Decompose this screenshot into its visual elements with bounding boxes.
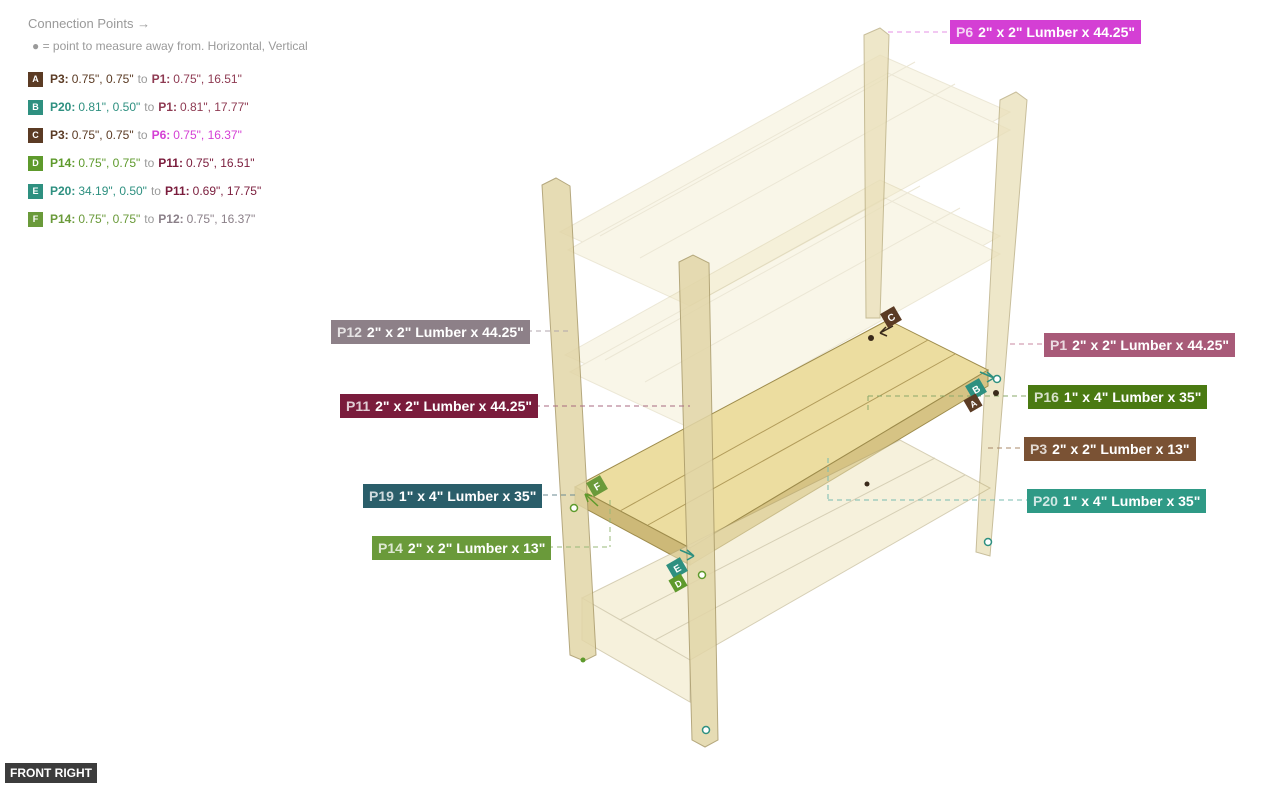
view-label: FRONT RIGHT [5,763,97,783]
legend-to-part: P6: [151,128,171,142]
callout-part-desc: 2" x 2" Lumber x 13" [1052,441,1190,457]
callout-part-id: P3 [1030,441,1048,457]
legend-to-word: to [144,212,155,226]
marker-e: E [666,557,688,579]
legend-title: Connection Points → [28,16,151,31]
callout-part-desc: 2" x 2" Lumber x 13" [407,540,546,556]
legend-badge: F [28,211,43,227]
legend-from-part: P3: [50,128,69,142]
marker-b-label: B [971,384,983,397]
marker-a-label: A [968,398,979,410]
legend-to-value: 0.81", 17.77" [179,100,249,114]
measure-arrows [584,325,995,561]
marker-c: C [880,306,902,328]
legend-to-part: P11: [164,184,190,198]
connection-points-legend: Connection Points → ● = point to measure… [28,16,308,233]
front-legs [541,177,719,748]
upper-shelf [558,54,1012,307]
callout-part-id: P6 [956,24,974,40]
legend-to-word: to [144,100,155,114]
callout-part-id: P19 [369,488,394,504]
legend-from-part: P3: [50,72,69,86]
legend-to-word: to [150,184,161,198]
legend-to-value: 0.75", 16.37" [173,128,242,142]
legend-badge: A [28,71,43,87]
callout-part-desc: 1" x 4" Lumber x 35" [1062,493,1201,509]
marker-c-label: C [886,312,898,325]
legend-to-word: to [137,128,148,142]
legend-from-part: P20: [50,100,76,114]
callout-part-id: P1 [1050,337,1068,353]
legend-from-value: 34.19", 0.50" [78,184,147,198]
callout-part-desc: 1" x 4" Lumber x 35" [398,488,537,504]
legend-to-value: 0.75", 16.51" [173,72,242,86]
legend-from-value: 0.75", 0.75" [78,156,141,170]
legend-to-part: P1: [158,100,177,114]
legend-from-part: P14: [50,156,76,170]
callout-part-desc: 2" x 2" Lumber x 44.25" [1072,337,1230,353]
callout-part-id: P14 [378,540,403,556]
marker-a: A [963,393,983,413]
callout-part-id: P16 [1034,389,1059,405]
legend-to-part: P11: [158,156,183,170]
callout-part-id: P11 [346,398,371,414]
callout-part-desc: 2" x 2" Lumber x 44.25" [375,398,533,414]
legend-to-value: 0.75", 16.51" [185,156,255,170]
marker-f: F [586,475,608,497]
legend-from-value: 0.81", 0.50" [78,100,141,114]
marker-f-label: F [592,481,603,494]
callout-part-id: P12 [337,324,362,340]
legend-badge: C [28,127,43,143]
legend-badge: D [28,155,43,171]
legend-from-value: 0.75", 0.75" [71,72,134,86]
legend-hint: ● = point to measure away from. Horizont… [32,39,308,53]
legend-to-value: 0.75", 16.37" [186,212,256,226]
callout-part-desc: 2" x 2" Lumber x 44.25" [366,324,524,340]
legend-to-value: 0.69", 17.75" [192,184,262,198]
marker-e-label: E [672,563,684,576]
back-legs [863,27,1028,557]
marker-d: D [668,573,688,593]
legend-to-word: to [137,72,148,86]
leader-lines [527,31,1044,548]
callout-part-desc: 2" x 2" Lumber x 44.25" [978,24,1136,40]
legend-to-part: P1: [151,72,171,86]
legend-to-word: to [144,156,155,170]
callout-part-id: P20 [1033,493,1058,509]
legend-from-part: P14: [50,212,76,226]
callout-part-desc: 1" x 4" Lumber x 35" [1063,389,1202,405]
marker-b: B [965,378,987,400]
legend-badge: B [28,99,43,115]
legend-badge: E [28,183,43,199]
marker-d-label: D [673,578,684,590]
legend-from-value: 0.75", 0.75" [71,128,134,142]
bottom-shelf [580,439,992,703]
legend-to-part: P12: [158,212,184,226]
connection-dots [569,335,1002,735]
legend-from-value: 0.75", 0.75" [78,212,141,226]
legend-from-part: P20: [50,184,76,198]
